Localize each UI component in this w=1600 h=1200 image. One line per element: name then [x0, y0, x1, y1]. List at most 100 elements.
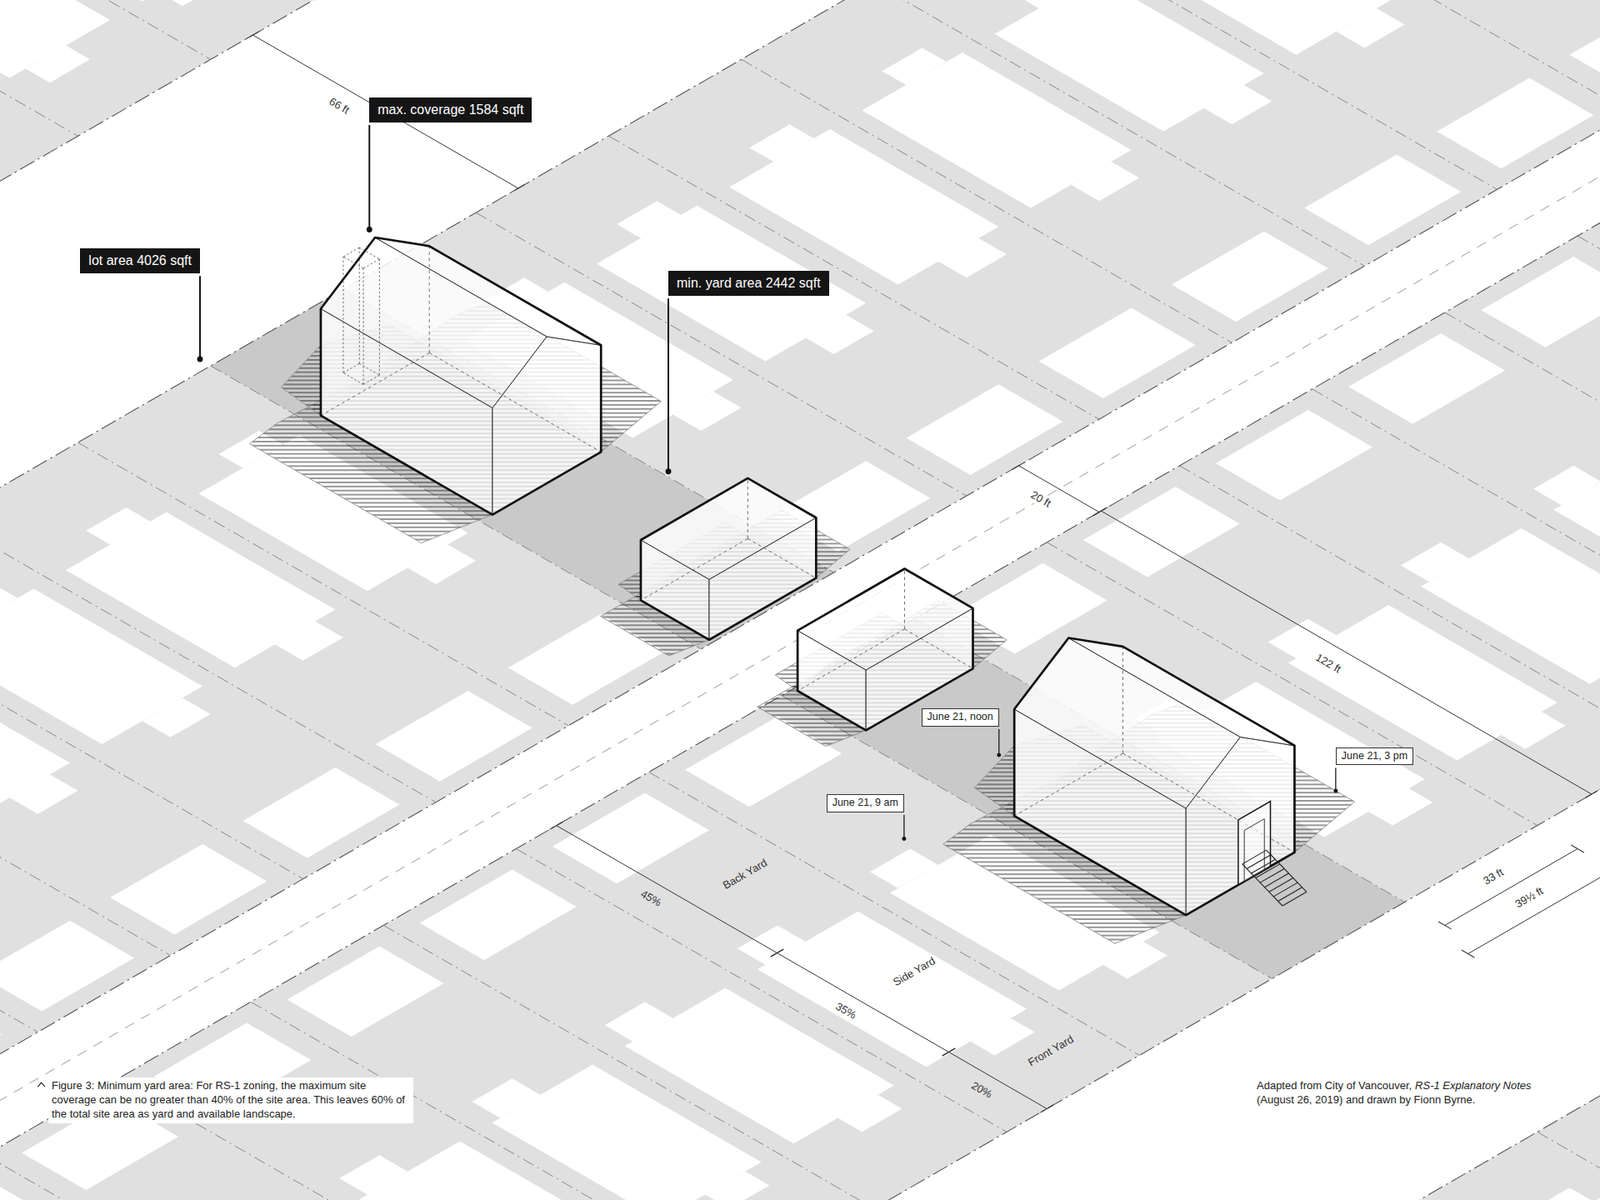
porch-footprint — [616, 200, 681, 239]
dimension-tick — [1040, 1105, 1054, 1113]
hidden-edge — [320, 352, 430, 415]
dimension-tick — [1585, 790, 1598, 799]
addition-footprint — [1533, 465, 1600, 505]
building-face — [375, 237, 601, 345]
chimney-edge — [343, 247, 360, 257]
dimension-tick — [1095, 507, 1108, 515]
yard-label: Side Yard — [889, 953, 940, 990]
dimension-tick — [511, 184, 525, 192]
lot-line — [1537, 1131, 1600, 1200]
credit-note: Adapted from City of Vancouver,RS-1 Expl… — [1253, 1077, 1538, 1110]
chimney-edge — [343, 372, 364, 385]
hidden-edge — [797, 629, 905, 691]
percentage-label: 45% — [636, 886, 665, 911]
stair-tread — [1273, 882, 1298, 897]
garage-footprint — [0, 920, 135, 1012]
stair-tread — [1282, 891, 1307, 906]
building-outline — [320, 237, 601, 515]
porch-footprint — [85, 507, 150, 545]
chimney-edge — [363, 259, 380, 269]
garage-footprint — [1083, 486, 1240, 578]
porch-footprint — [158, 0, 223, 6]
chimney-edge — [359, 363, 380, 375]
lot-line — [0, 0, 211, 60]
leader-line — [199, 275, 201, 360]
garage-footprint — [1215, 410, 1373, 501]
addition-footprint — [339, 1155, 408, 1195]
chimney-edge — [379, 259, 380, 375]
hidden-edge — [747, 538, 816, 578]
porch-footprint — [1015, 0, 1080, 9]
stair-tread — [1269, 878, 1294, 893]
building-face — [640, 478, 816, 580]
lot-line — [0, 519, 436, 803]
addition-footprint — [605, 1001, 674, 1041]
yard-label: Front Yard — [1024, 1031, 1077, 1070]
garage-footprint — [286, 945, 444, 1037]
dimension-label: 33 ft — [1479, 865, 1507, 889]
callout-text: June 21, 9 am — [832, 796, 899, 810]
dimensions — [246, 31, 1600, 1113]
percentage-label: 20% — [967, 1077, 996, 1102]
stair-tread — [1265, 873, 1290, 888]
lot-line — [1271, 0, 1600, 36]
hidden-edge — [429, 245, 430, 353]
sun-time-tag: June 21, noon — [921, 708, 1000, 727]
lot-line — [1179, 465, 1600, 750]
entry — [1238, 801, 1307, 906]
stair-tread — [1246, 855, 1271, 870]
addition-footprint — [10, 774, 79, 814]
addition-footprint — [1070, 161, 1140, 201]
porch-footprint — [25, 45, 90, 84]
callout-text: max. coverage 1584 sqft — [377, 101, 524, 119]
lot — [1445, 235, 1600, 596]
leader-dot — [366, 226, 373, 233]
dimension-line — [1468, 861, 1600, 954]
leader-line — [1335, 767, 1336, 791]
garage-footprint — [1304, 155, 1461, 246]
addition-footprint — [1336, 8, 1405, 48]
hidden-edge — [1122, 646, 1124, 754]
garage-footprint — [905, 384, 1063, 475]
addition-footprint — [1203, 85, 1272, 125]
callout-text: min. yard area 2442 sqft — [676, 275, 821, 292]
leader-dot — [901, 836, 906, 841]
garage-footprint — [242, 767, 400, 859]
chimney-edge — [343, 363, 360, 373]
leader-dot — [996, 753, 1001, 758]
buildings — [320, 237, 1295, 915]
house-footprint — [0, 0, 243, 2]
callout-tag: min. yard area 2442 sqft — [668, 270, 830, 296]
chimney-edge — [343, 256, 364, 269]
stair-tread — [1255, 864, 1280, 879]
garage-footprint — [1348, 333, 1505, 425]
hidden-edge — [904, 569, 905, 630]
addition-footprint — [737, 925, 806, 965]
dimension-tick — [550, 821, 563, 830]
stair-tread — [1242, 850, 1267, 865]
addition-footprint — [805, 315, 875, 355]
lot — [1139, 0, 1600, 113]
addition-footprint — [938, 238, 1007, 278]
lot-line — [1139, 0, 1600, 113]
addition-footprint — [471, 1078, 540, 1118]
building-face — [1068, 638, 1295, 746]
dimension-line — [777, 953, 950, 1053]
lot-line — [874, 0, 1365, 266]
dimension-label: 39½ ft — [1511, 883, 1548, 912]
chimney-edge — [363, 268, 365, 385]
stair-tread — [1260, 868, 1285, 883]
stair-tread — [1278, 887, 1303, 902]
lot-line — [0, 1155, 476, 1200]
porch-footprint — [970, 1018, 1035, 1056]
garage-footprint — [1569, 1, 1600, 93]
lot-line — [741, 59, 1233, 343]
lot-line — [0, 595, 304, 880]
porch-footprint — [1368, 788, 1433, 826]
caption-caret — [37, 1082, 45, 1087]
